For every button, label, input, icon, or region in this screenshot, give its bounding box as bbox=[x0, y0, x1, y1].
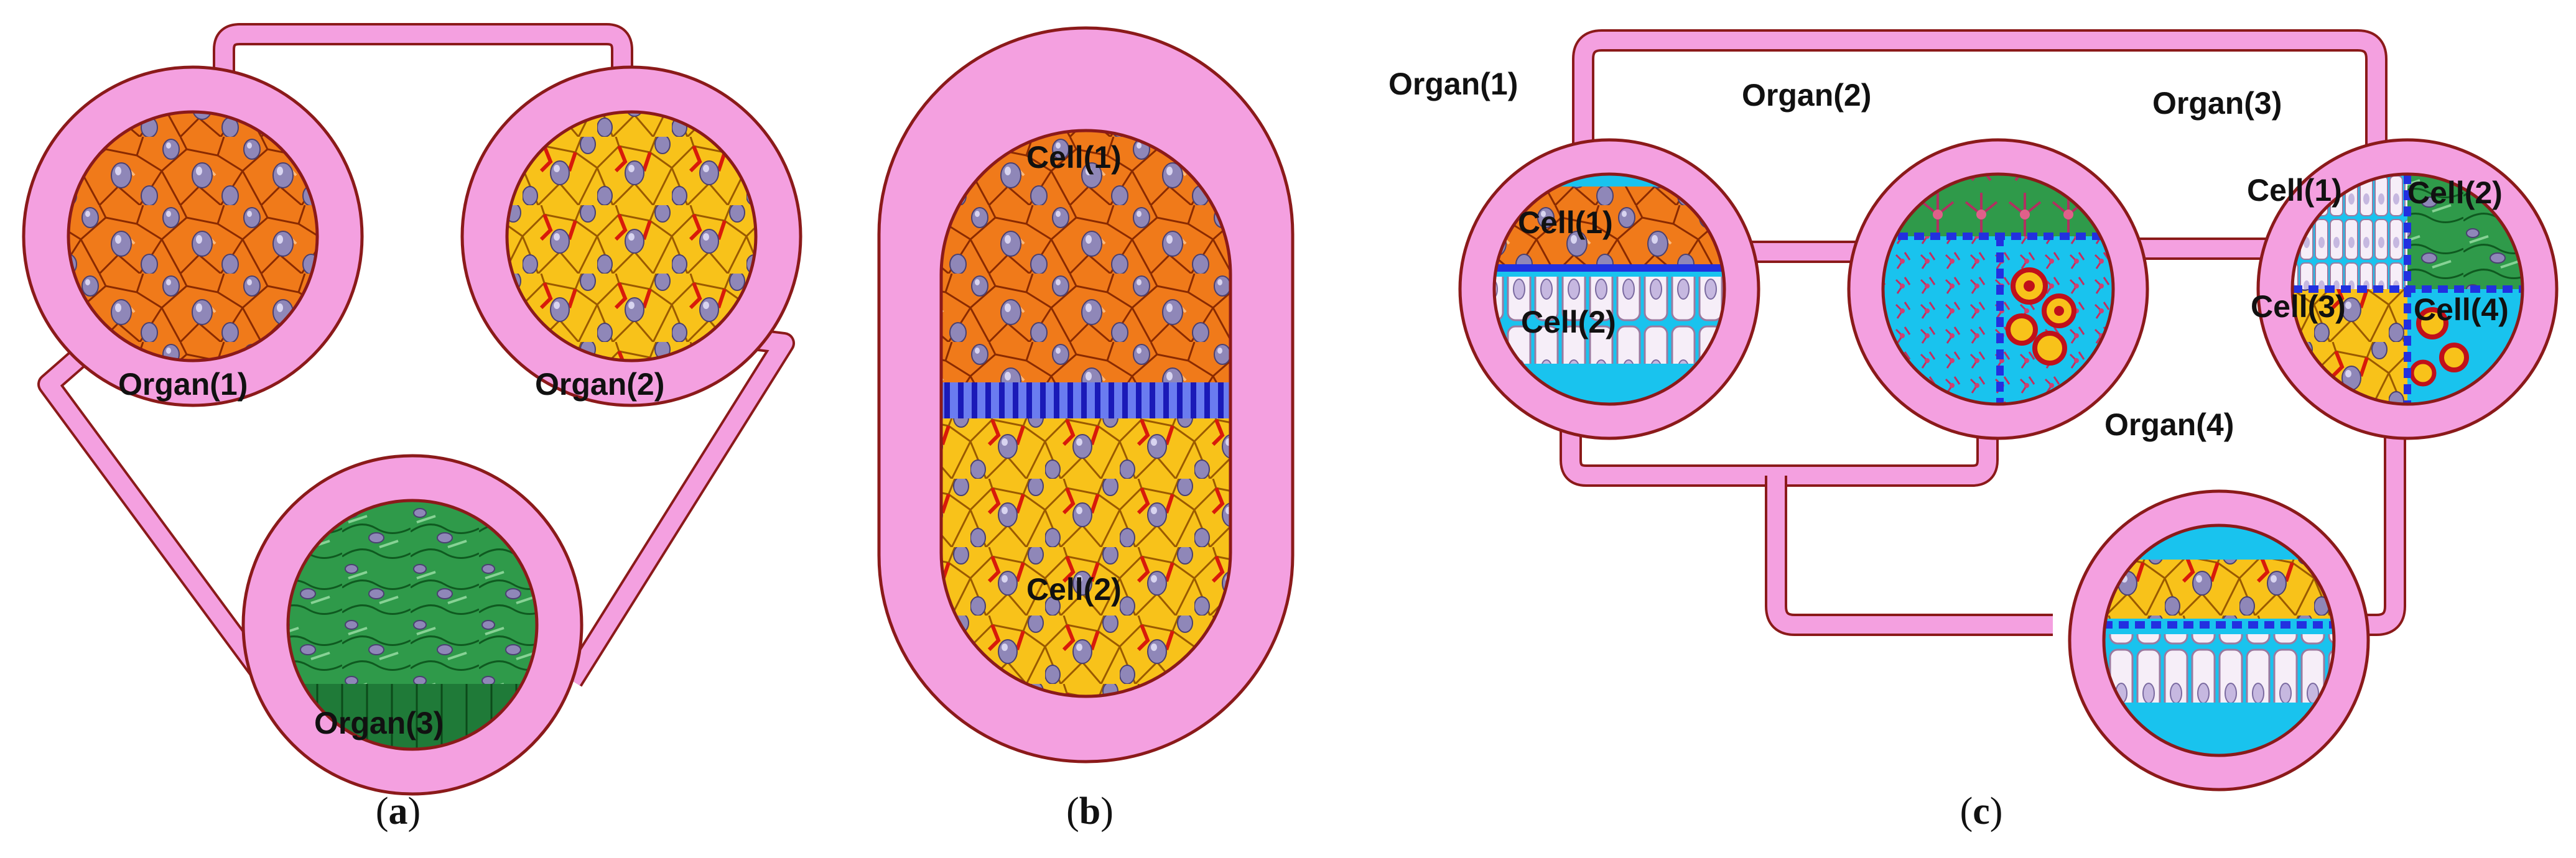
label-c3-cell-3: Cell(3) bbox=[2251, 289, 2346, 324]
label-c3-cell-4: Cell(4) bbox=[2414, 292, 2509, 327]
label-c1-cell-1: Cell(1) bbox=[1518, 205, 1613, 240]
label-c-organ-1: Organ(1) bbox=[1388, 67, 1518, 101]
panel-c-channels bbox=[1560, 29, 2406, 636]
organ-chamber-2 bbox=[460, 65, 802, 407]
label-organ-1: Organ(1) bbox=[118, 367, 248, 402]
label-c1-cell-2: Cell(2) bbox=[1521, 305, 1616, 339]
panel-c: Organ(1) Organ(2) Organ(3) Organ(4) Cell… bbox=[1388, 29, 2559, 833]
c-organ-chamber-3 bbox=[2256, 138, 2559, 440]
coculture-tissue bbox=[941, 131, 1230, 696]
yellow-cell-spheres bbox=[2006, 267, 2076, 366]
label-c-organ-2: Organ(2) bbox=[1742, 78, 1871, 113]
c-organ-chamber-2 bbox=[1847, 138, 2149, 440]
label-organ-2: Organ(2) bbox=[535, 367, 664, 402]
organ-chamber-1 bbox=[22, 65, 364, 407]
caption-a: (a) bbox=[376, 790, 421, 833]
caption-c: (c) bbox=[1960, 790, 2003, 833]
caption-b: (b) bbox=[1066, 790, 1114, 833]
panel-a: Organ(1) Organ(2) Organ(3) (a) bbox=[22, 23, 802, 833]
panel-b: Cell(1) Cell(2) (b) bbox=[877, 26, 1295, 833]
yellow-tissue bbox=[507, 112, 756, 361]
c-organ-chamber-1 bbox=[1458, 138, 1760, 440]
membrane bbox=[941, 382, 1230, 418]
label-organ-3: Organ(3) bbox=[314, 706, 444, 740]
organ-chamber-3 bbox=[241, 454, 584, 796]
orange-tissue bbox=[68, 112, 317, 361]
label-cell-1: Cell(1) bbox=[1026, 140, 1122, 175]
label-c3-cell-1: Cell(1) bbox=[2247, 173, 2342, 208]
label-c-organ-4: Organ(4) bbox=[2104, 407, 2234, 442]
label-c3-cell-2: Cell(2) bbox=[2407, 175, 2503, 210]
label-cell-2: Cell(2) bbox=[1026, 572, 1122, 607]
c-organ-chamber-4 bbox=[2068, 489, 2370, 791]
label-c-organ-3: Organ(3) bbox=[2152, 86, 2282, 121]
green-tissue bbox=[288, 500, 537, 749]
